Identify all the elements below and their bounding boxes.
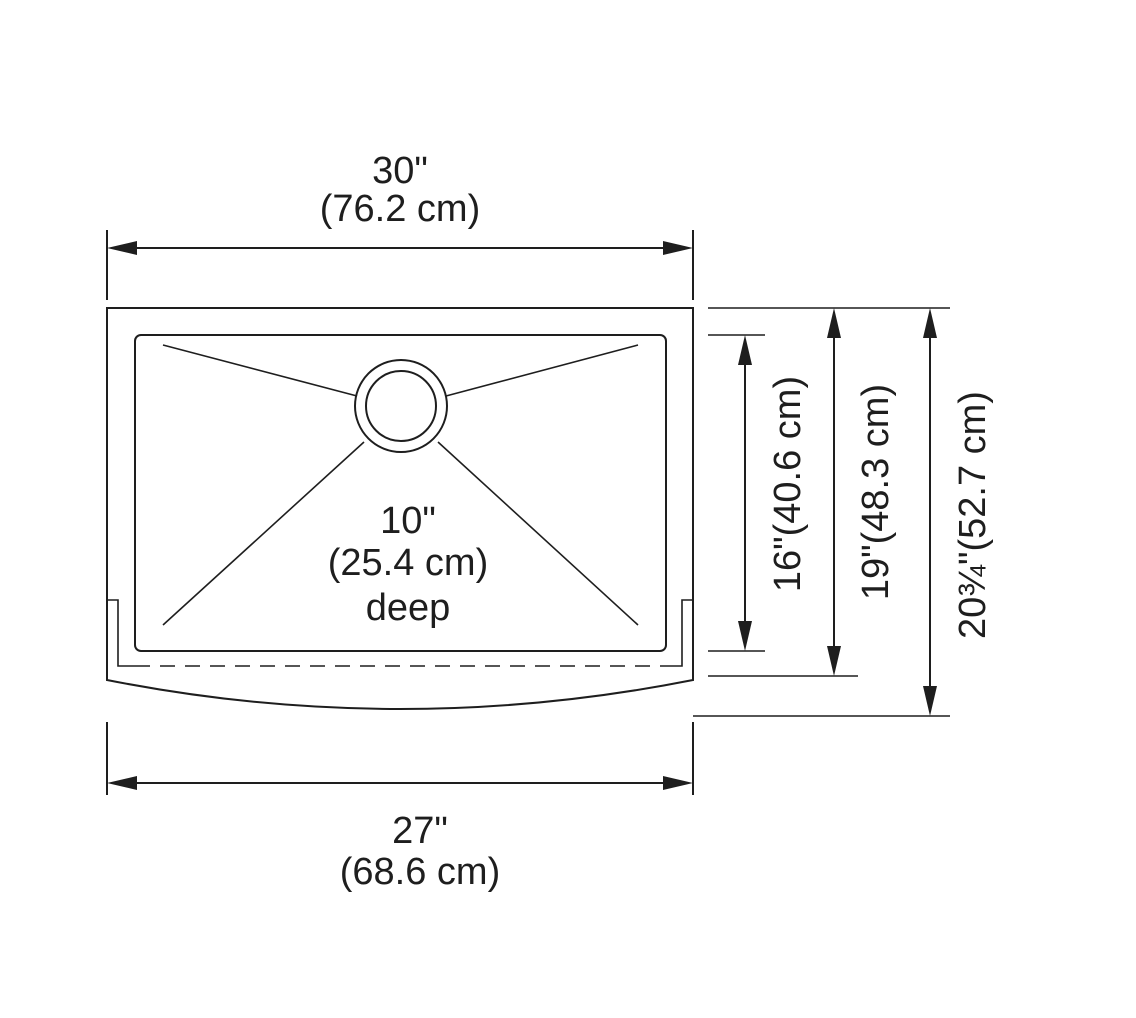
- depth-inches-label: 10": [380, 500, 436, 542]
- arrow-left-icon: [107, 776, 137, 790]
- top-width-metric-label: (76.2 cm): [320, 188, 480, 230]
- arrow-left-icon: [107, 241, 137, 255]
- sink-rim-outline: [106, 307, 694, 710]
- slope-line-bottom-left: [162, 441, 365, 626]
- arrow-down-icon: [738, 621, 752, 651]
- top-width-dimension: 30" (76.2 cm): [106, 150, 694, 300]
- top-width-inches-label: 30": [372, 150, 428, 192]
- apron-right-edge: [666, 599, 693, 667]
- depth-word-label: deep: [366, 587, 451, 629]
- slope-line-top-right: [445, 344, 639, 397]
- bottom-width-dimension: 27" (68.6 cm): [106, 722, 694, 893]
- side-dimensions: 16"(40.6 cm) 19"(48.3 cm) 20¾"(52.7 cm): [693, 307, 994, 717]
- arrow-up-icon: [738, 335, 752, 365]
- arrow-up-icon: [923, 308, 937, 338]
- arrow-up-icon: [827, 308, 841, 338]
- arrow-right-icon: [663, 776, 693, 790]
- depth-metric-label: (25.4 cm): [328, 542, 488, 584]
- sink-outline: 10" (25.4 cm) deep: [106, 307, 694, 710]
- sink-front-to-back-label: 19"(48.3 cm): [855, 384, 897, 600]
- bottom-width-metric-label: (68.6 cm): [340, 851, 500, 893]
- slope-line-bottom-right: [437, 441, 639, 626]
- arrow-down-icon: [827, 646, 841, 676]
- drain-inner-icon: [365, 370, 437, 442]
- bowl-front-to-back-label: 16"(40.6 cm): [767, 376, 809, 592]
- slope-line-top-left: [162, 344, 358, 397]
- bottom-width-inches-label: 27": [392, 810, 448, 852]
- sink-bowl-outline: [134, 334, 667, 652]
- arrow-down-icon: [923, 686, 937, 716]
- arrow-right-icon: [663, 241, 693, 255]
- drain-outer-icon: [354, 359, 448, 453]
- apron-left-edge: [107, 599, 135, 667]
- overall-front-to-back-label: 20¾"(52.7 cm): [952, 391, 994, 639]
